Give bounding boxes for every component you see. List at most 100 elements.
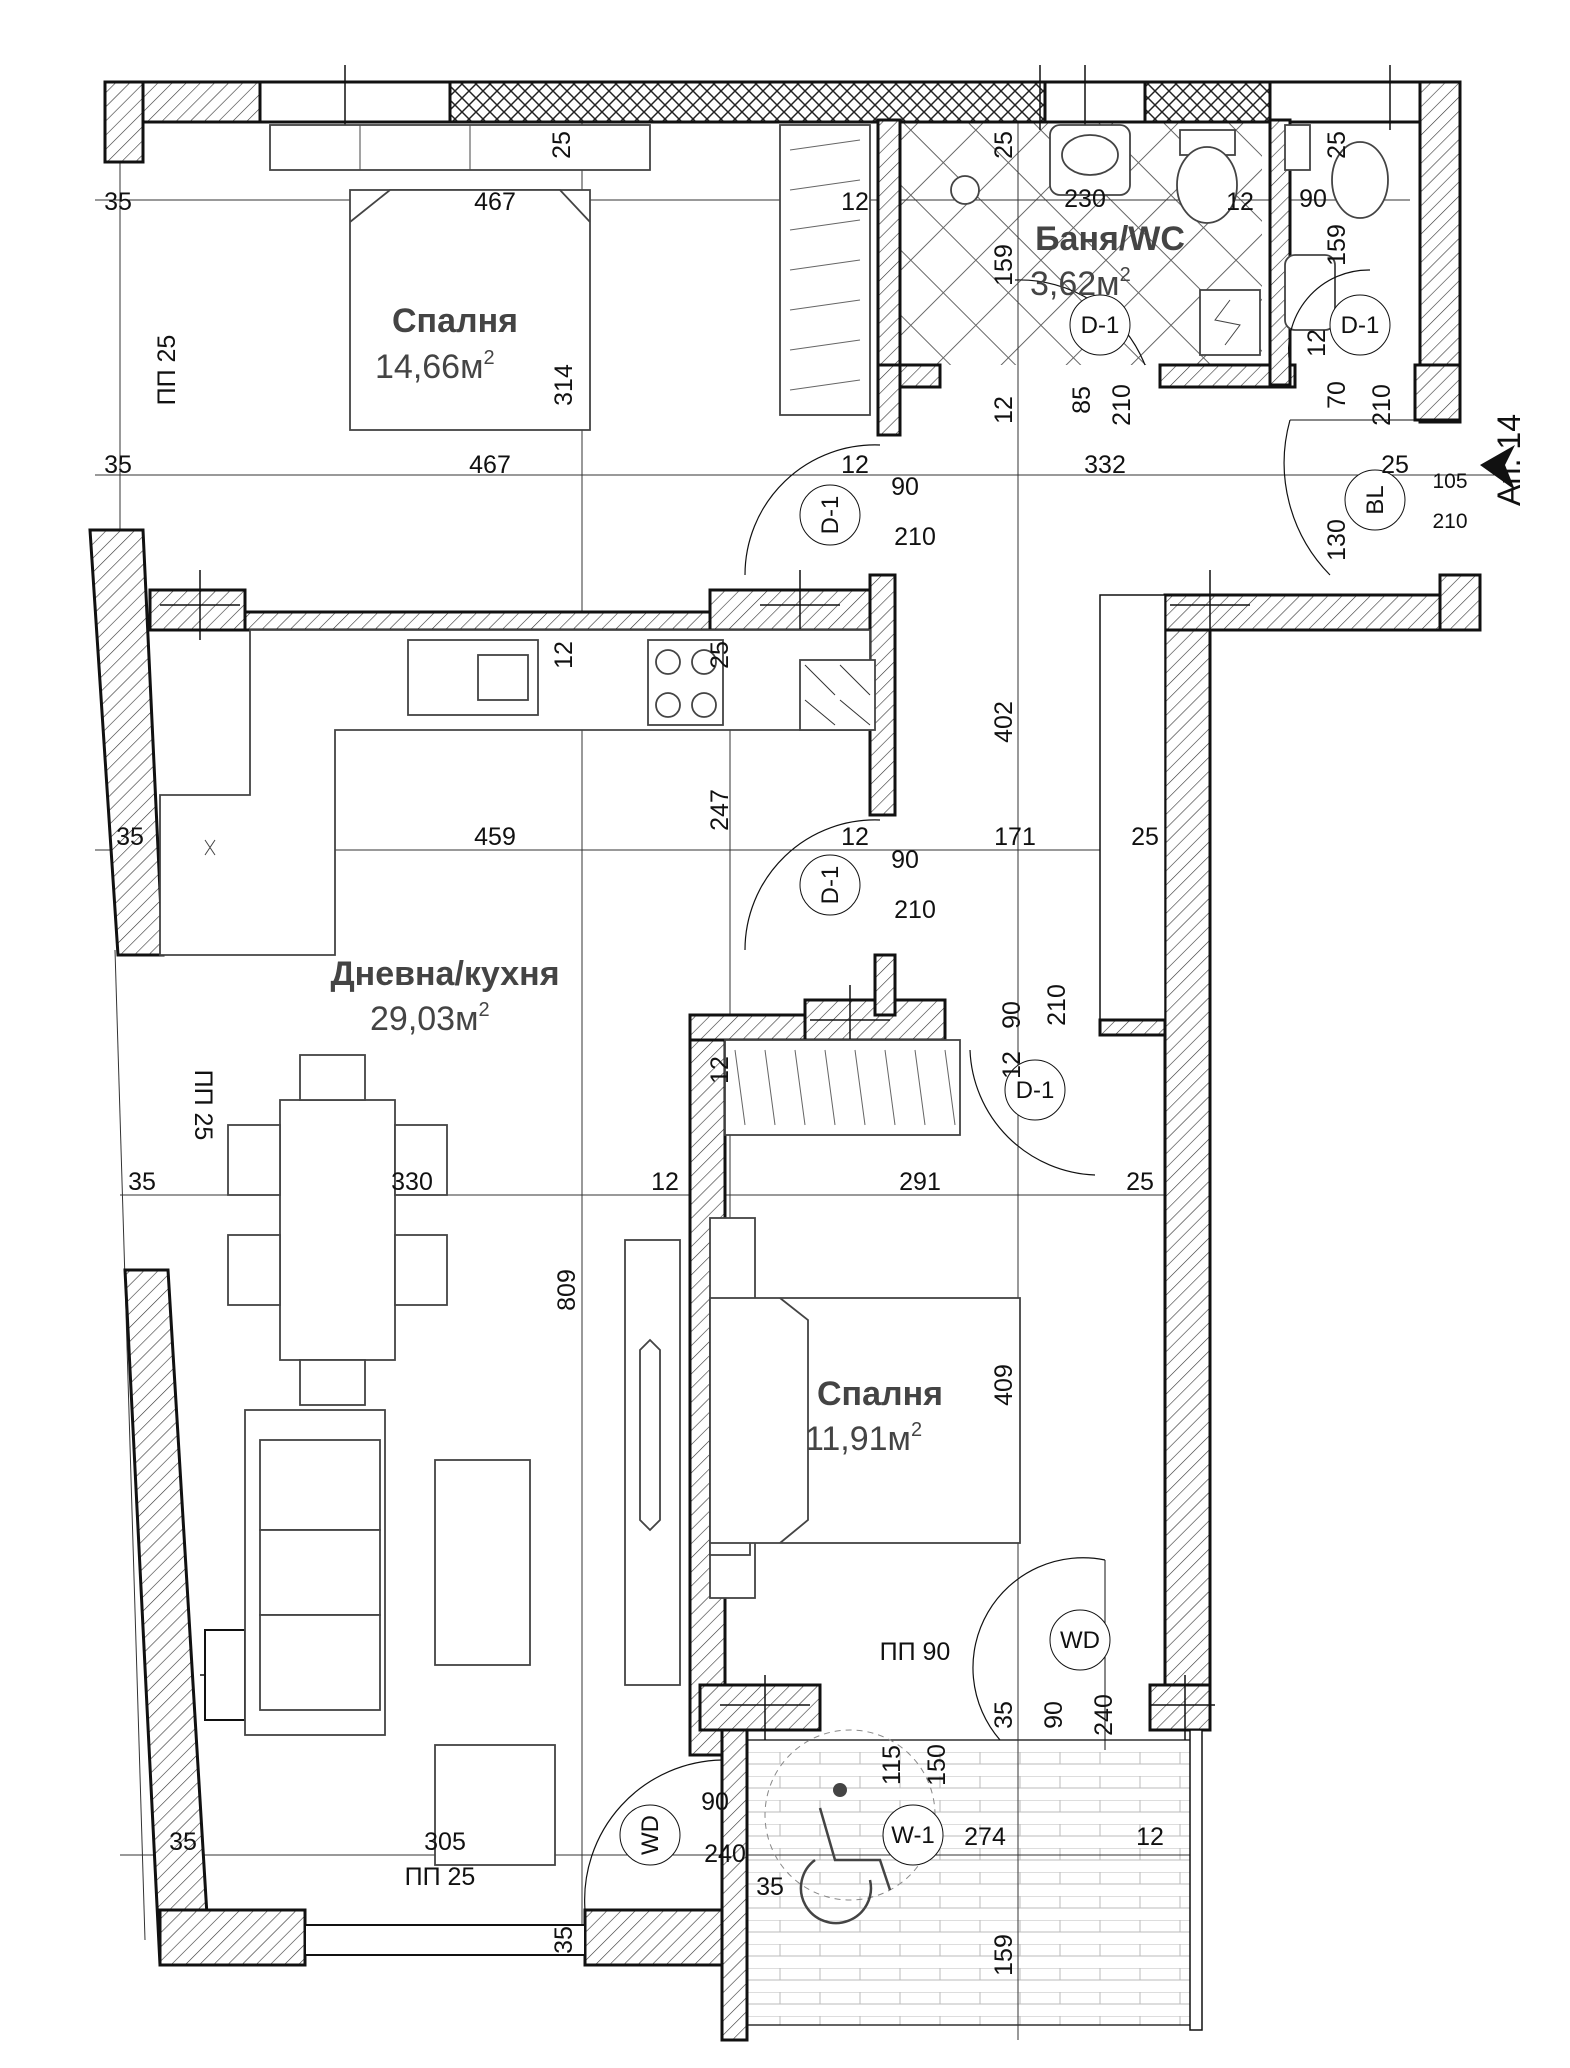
room-area-bedroom-top: 14,66м2: [375, 347, 495, 386]
bed-top: [269, 124, 651, 431]
door-tag-5: D-1: [1341, 312, 1380, 339]
svg-text:35: 35: [104, 188, 132, 216]
bathroom-fixtures: [950, 124, 1389, 356]
svg-text:25: 25: [1131, 823, 1159, 851]
svg-text:12: 12: [841, 823, 869, 851]
svg-text:332: 332: [1084, 451, 1126, 479]
columns: [204, 1629, 246, 1721]
svg-text:210: 210: [894, 523, 936, 551]
walls: [88, 80, 1482, 2042]
svg-text:105: 105: [1432, 470, 1467, 493]
door-tag-4: D-1: [1081, 312, 1120, 339]
bed-bottom: [709, 1217, 1021, 1599]
opening-label-bottom: ПП 25: [405, 1863, 476, 1891]
svg-text:210: 210: [1043, 984, 1071, 1026]
dining-table: [227, 1054, 448, 1406]
svg-text:12: 12: [998, 1051, 1026, 1079]
svg-text:305: 305: [424, 1828, 466, 1856]
svg-text:70: 70: [1323, 381, 1351, 409]
svg-text:210: 210: [1432, 510, 1467, 533]
room-area-bath: 3,62м2: [1030, 264, 1131, 303]
svg-text:330: 330: [391, 1168, 433, 1196]
svg-text:210: 210: [1368, 384, 1396, 426]
svg-text:35: 35: [990, 1701, 1018, 1729]
tv-unit: [624, 1239, 681, 1686]
svg-text:314: 314: [550, 364, 578, 406]
svg-text:159: 159: [990, 244, 1018, 286]
svg-text:291: 291: [899, 1168, 941, 1196]
svg-text:12: 12: [1136, 1823, 1164, 1851]
svg-text:25: 25: [1126, 1168, 1154, 1196]
svg-text:35: 35: [104, 451, 132, 479]
dimension-labels: 35 467 25 12 230 12 90 25 25 159 159 314…: [104, 131, 1467, 1976]
svg-text:35: 35: [756, 1873, 784, 1901]
bl-tag: BL: [1362, 485, 1389, 514]
svg-text:90: 90: [701, 1788, 729, 1816]
svg-text:130: 130: [1323, 519, 1351, 561]
svg-text:25: 25: [706, 641, 734, 669]
apartment-label: Ап. 14: [1491, 414, 1527, 506]
svg-text:210: 210: [894, 896, 936, 924]
door-tag-3: D-1: [1016, 1077, 1055, 1104]
svg-text:115: 115: [878, 1745, 906, 1785]
entrance-arrow-icon: [1480, 445, 1515, 490]
svg-text:90: 90: [891, 473, 919, 501]
svg-text:35: 35: [128, 1168, 156, 1196]
door-tag-2: D-1: [817, 866, 844, 905]
sofa: [244, 1409, 556, 1866]
wd-tag-1: WD: [1060, 1627, 1100, 1654]
svg-text:12: 12: [841, 188, 869, 216]
svg-text:90: 90: [1299, 185, 1327, 213]
door-tag-1: D-1: [817, 496, 844, 535]
room-area-living: 29,03м2: [370, 999, 490, 1038]
svg-text:159: 159: [990, 1934, 1018, 1976]
svg-text:25: 25: [1381, 451, 1409, 479]
svg-text:240: 240: [704, 1840, 746, 1868]
svg-text:25: 25: [1323, 131, 1351, 159]
svg-text:12: 12: [990, 396, 1018, 424]
svg-text:90: 90: [1040, 1701, 1068, 1729]
svg-text:12: 12: [706, 1056, 734, 1084]
room-name-bedroom-top: Спалня: [392, 302, 518, 340]
svg-text:150: 150: [923, 1744, 951, 1786]
room-name-living: Дневна/кухня: [330, 955, 559, 993]
svg-text:467: 467: [474, 188, 516, 216]
wardrobe-bottom: [724, 1039, 961, 1136]
kitchen-counter: [159, 629, 876, 956]
svg-text:467: 467: [469, 451, 511, 479]
svg-text:25: 25: [990, 131, 1018, 159]
svg-text:12: 12: [651, 1168, 679, 1196]
svg-text:230: 230: [1064, 185, 1106, 213]
w1-tag: W-1: [891, 1822, 935, 1849]
room-area-bedroom-bottom: 11,91м2: [805, 1419, 922, 1458]
svg-text:459: 459: [474, 823, 516, 851]
svg-text:35: 35: [169, 1828, 197, 1856]
svg-text:12: 12: [1303, 329, 1331, 357]
door-tags: [619, 294, 1406, 1866]
svg-text:809: 809: [553, 1269, 581, 1311]
svg-text:240: 240: [1090, 1694, 1118, 1736]
room-name-bedroom-bottom: Спалня: [817, 1375, 943, 1413]
room-name-bath: Баня/WC: [1035, 220, 1185, 258]
svg-text:35: 35: [116, 823, 144, 851]
svg-text:35: 35: [550, 1926, 578, 1954]
balcony-deck: [744, 1739, 1196, 2026]
opening-label-top: ПП 25: [153, 335, 181, 406]
opening-label-left: ПП 25: [189, 1070, 217, 1141]
svg-text:85: 85: [1068, 386, 1096, 414]
svg-text:12: 12: [550, 641, 578, 669]
svg-text:171: 171: [994, 823, 1036, 851]
opening-label-bedroom: ПП 90: [880, 1638, 951, 1666]
svg-text:90: 90: [891, 846, 919, 874]
wardrobe-top: [779, 124, 871, 416]
svg-text:210: 210: [1108, 384, 1136, 426]
svg-text:12: 12: [1226, 188, 1254, 216]
svg-text:274: 274: [964, 1823, 1006, 1851]
svg-text:247: 247: [706, 789, 734, 831]
svg-text:409: 409: [990, 1364, 1018, 1406]
svg-text:12: 12: [841, 451, 869, 479]
svg-text:159: 159: [1323, 224, 1351, 266]
svg-text:25: 25: [548, 131, 576, 159]
wd-tag-2: WD: [637, 1815, 664, 1855]
